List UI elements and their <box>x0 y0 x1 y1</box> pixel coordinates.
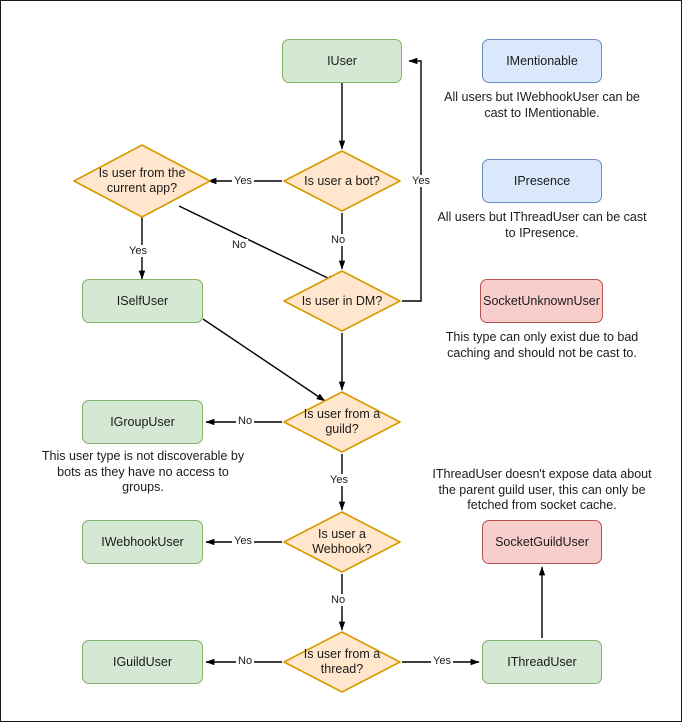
node-socketguilduser-label: SocketGuildUser <box>495 534 589 549</box>
node-igroupuser-label: IGroupUser <box>110 414 175 429</box>
diamond-shape <box>283 150 401 212</box>
decision-in-dm-label: Is user in DM? <box>301 293 383 308</box>
edge-label-thread-no: No <box>236 655 255 667</box>
decision-is-webhook-label: Is user a Webhook? <box>312 527 372 556</box>
diamond-shape <box>283 511 401 573</box>
node-ipresence-label: IPresence <box>513 173 571 188</box>
edge-label-dm-yes: Yes <box>410 175 432 187</box>
node-iuser[interactable]: IUser <box>282 39 402 83</box>
node-iuser-label: IUser <box>327 53 357 68</box>
edge-label-guild-no: No <box>236 415 255 427</box>
decision-is-webhook[interactable]: Is user a Webhook? <box>282 510 402 574</box>
node-iwebhookuser-label: IWebhookUser <box>101 534 184 549</box>
edge-label-guild-yes: Yes <box>328 474 350 486</box>
decision-is-bot[interactable]: Is user a bot? <box>282 149 402 213</box>
note-socketguilduser: IThreadUser doesn't expose data about th… <box>432 467 652 512</box>
node-imentionable-label: IMentionable <box>506 53 578 68</box>
note-ipresence: All users but IThreadUser can be cast to… <box>437 210 647 240</box>
diamond-shape <box>283 391 401 453</box>
note-imentionable: All users but IWebhookUser can be cast t… <box>444 90 640 120</box>
edge-label-bot-no: No <box>329 234 348 246</box>
diamond-shape <box>283 270 401 332</box>
node-socketunknownuser[interactable]: SocketUnknownUser <box>480 279 603 323</box>
edge-label-app-yes: Yes <box>127 245 149 257</box>
decision-from-thread[interactable]: Is user from a thread? <box>282 630 402 694</box>
node-socketguilduser[interactable]: SocketGuildUser <box>482 520 602 564</box>
node-ithreaduser-label: IThreadUser <box>507 654 577 669</box>
diamond-shape <box>283 631 401 693</box>
node-iselfuser-label: ISelfUser <box>116 293 169 308</box>
decision-from-current-app-label: Is user from the current app? <box>98 166 186 195</box>
node-iwebhookuser[interactable]: IWebhookUser <box>82 520 203 564</box>
decision-from-guild[interactable]: Is user from a guild? <box>282 390 402 454</box>
decision-is-bot-label: Is user a bot? <box>304 173 380 188</box>
node-ipresence[interactable]: IPresence <box>482 159 602 203</box>
note-socketunknownuser: This type can only exist due to bad cach… <box>445 330 639 360</box>
node-iselfuser[interactable]: ISelfUser <box>82 279 203 323</box>
node-iguilduser-label: IGuildUser <box>112 654 173 669</box>
node-igroupuser[interactable]: IGroupUser <box>82 400 203 444</box>
decision-from-thread-label: Is user from a thread? <box>303 647 381 676</box>
decision-from-current-app[interactable]: Is user from the current app? <box>72 143 212 219</box>
note-igroupuser: This user type is not discoverable by bo… <box>41 449 245 494</box>
edge-label-app-no: No <box>230 239 249 251</box>
decision-from-guild-label: Is user from a guild? <box>303 407 381 436</box>
node-ithreaduser[interactable]: IThreadUser <box>482 640 602 684</box>
edge-label-webhook-yes: Yes <box>232 535 254 547</box>
node-socketunknownuser-label: SocketUnknownUser <box>483 293 600 308</box>
decision-in-dm[interactable]: Is user in DM? <box>282 269 402 333</box>
edge-label-webhook-no: No <box>329 594 348 606</box>
edge-label-bot-yes: Yes <box>232 175 254 187</box>
node-imentionable[interactable]: IMentionable <box>482 39 602 83</box>
node-iguilduser[interactable]: IGuildUser <box>82 640 203 684</box>
edge-label-thread-yes: Yes <box>431 655 453 667</box>
